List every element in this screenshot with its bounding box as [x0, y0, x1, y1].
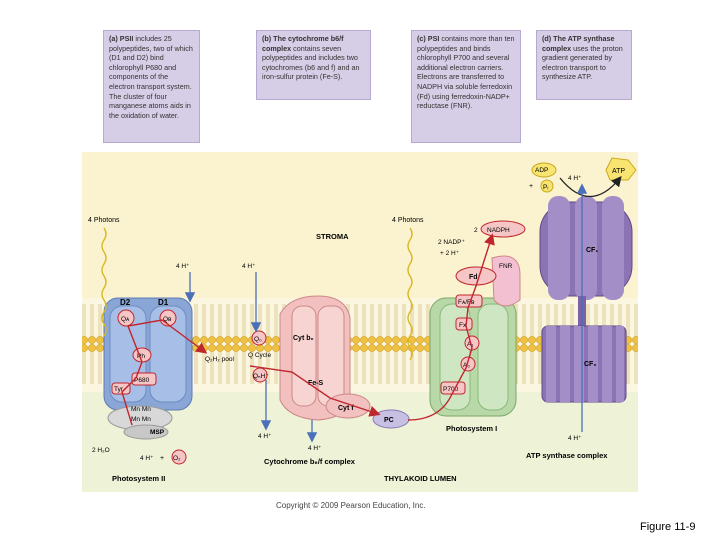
- caption-psi-body: contains more than ten polypeptides and …: [417, 34, 515, 111]
- tyr-label: Tyr: [114, 386, 124, 393]
- electron-path-cyt: [249, 365, 381, 417]
- pi-label: Pᵢ: [543, 184, 548, 191]
- caption-atp-body: uses the proton gradient generated by el…: [542, 43, 623, 82]
- caption-psii-body: includes 25 polypeptides, two of which (…: [109, 34, 193, 120]
- plus-o2: +: [160, 455, 164, 462]
- msp-label: MSP: [150, 429, 165, 436]
- psii-title: Photosystem II: [112, 474, 165, 483]
- qa-label: Qᴀ: [121, 316, 130, 323]
- h-atp-bottom: 4 H⁺: [568, 435, 582, 442]
- qo-label: Q₀: [254, 336, 262, 343]
- o2-bubble: [171, 449, 187, 465]
- p680-label: P680: [134, 377, 150, 384]
- atp-complex-title: ATP synthase complex: [526, 451, 608, 460]
- caption-psii: (a) PSII includes 25 polypeptides, two o…: [103, 30, 200, 143]
- atp-synthase: [531, 157, 637, 403]
- adp-plus: +: [529, 183, 533, 190]
- fes-label: Fe-S: [308, 380, 324, 387]
- caption-atp-head: (d) The ATP synthase complex: [542, 34, 615, 53]
- qh2-pool-label: Q₂H₂ pool: [205, 356, 234, 363]
- atp-label: ATP: [612, 168, 625, 175]
- fx-label: Fx: [459, 322, 467, 329]
- cytf-label: Cyt f: [338, 405, 354, 412]
- nadph-coef: 2: [474, 227, 478, 234]
- h-atp-top: 4 H⁺: [568, 175, 582, 182]
- fd-label: Fd: [469, 274, 478, 281]
- photosystem-i: [429, 220, 526, 417]
- h-lumen-psii: 4 H⁺: [140, 455, 154, 462]
- nadph-label: NADPH: [487, 227, 510, 234]
- mn-label-2: Mn Mn: [131, 416, 151, 423]
- caption-cytochrome: (b) The cytochrome b6/f complex contains…: [256, 30, 371, 100]
- o2-label: O₂: [173, 455, 181, 462]
- photons-mid-label: 4 Photons: [392, 217, 424, 224]
- lumen-label: THYLAKOID LUMEN: [384, 474, 457, 483]
- photons-left-label: 4 Photons: [88, 217, 120, 224]
- h-lumen-cyt-1: 4 H⁺: [258, 433, 272, 440]
- mn-label-1: Mn Mn: [131, 406, 151, 413]
- electron-path-psi: [407, 233, 495, 421]
- photon-wave-mid: [407, 227, 413, 361]
- psi-title: Photosystem I: [446, 424, 497, 433]
- d1-label: D1: [158, 298, 169, 307]
- caption-cytochrome-head: (b) The cytochrome b6/f complex: [262, 34, 344, 53]
- cytochrome-b6f-complex: [251, 295, 371, 421]
- figure-label: Figure 11-9: [640, 521, 696, 533]
- caption-psi-head: (c) PSI: [417, 34, 440, 43]
- cf1-label: CF₁: [586, 247, 598, 254]
- copyright-text: Copyright © 2009 Pearson Education, Inc.: [276, 501, 426, 510]
- stroma-label: STROMA: [316, 232, 349, 241]
- photon-wave-left: [101, 227, 107, 337]
- qcycle-label: Q Cycle: [248, 352, 272, 359]
- adp-label: ADP: [535, 167, 548, 174]
- cyt-complex-title: Cytochrome b₆/f complex: [264, 457, 356, 466]
- nadp-label: 2 NADP⁺: [438, 239, 465, 246]
- pc-label: PC: [384, 417, 394, 424]
- electron-path-psii: [121, 319, 208, 426]
- qb-label: Qʙ: [163, 316, 172, 323]
- d2-label: D2: [120, 298, 131, 307]
- h-lumen-cyt-2: 4 H⁺: [308, 445, 322, 452]
- h-stroma-1: 4 H⁺: [176, 263, 190, 270]
- caption-psi: (c) PSI contains more than ten polypepti…: [411, 30, 521, 143]
- fnr-label: FNR: [499, 263, 513, 270]
- nadp-h-label: + 2 H⁺: [440, 250, 460, 257]
- water-label: 2 H₂O: [92, 447, 110, 454]
- caption-psii-head: (a) PSII: [109, 34, 134, 43]
- photosystem-ii: [103, 297, 193, 440]
- cf0-label: CF₀: [584, 361, 597, 368]
- h-stroma-2: 4 H⁺: [242, 263, 256, 270]
- qn-label: QₙH⁺: [253, 373, 269, 380]
- cytb6-label: Cyt b₆: [293, 335, 314, 342]
- fafb-label: Fᴀ/Fʙ: [458, 299, 475, 306]
- plastocyanin: [372, 409, 410, 429]
- p700-label: P700: [443, 386, 459, 393]
- caption-atp-synthase: (d) The ATP synthase complex uses the pr…: [536, 30, 632, 100]
- caption-cytochrome-body: contains seven polypeptides and includes…: [262, 43, 360, 82]
- ph-label: Ph: [137, 353, 145, 360]
